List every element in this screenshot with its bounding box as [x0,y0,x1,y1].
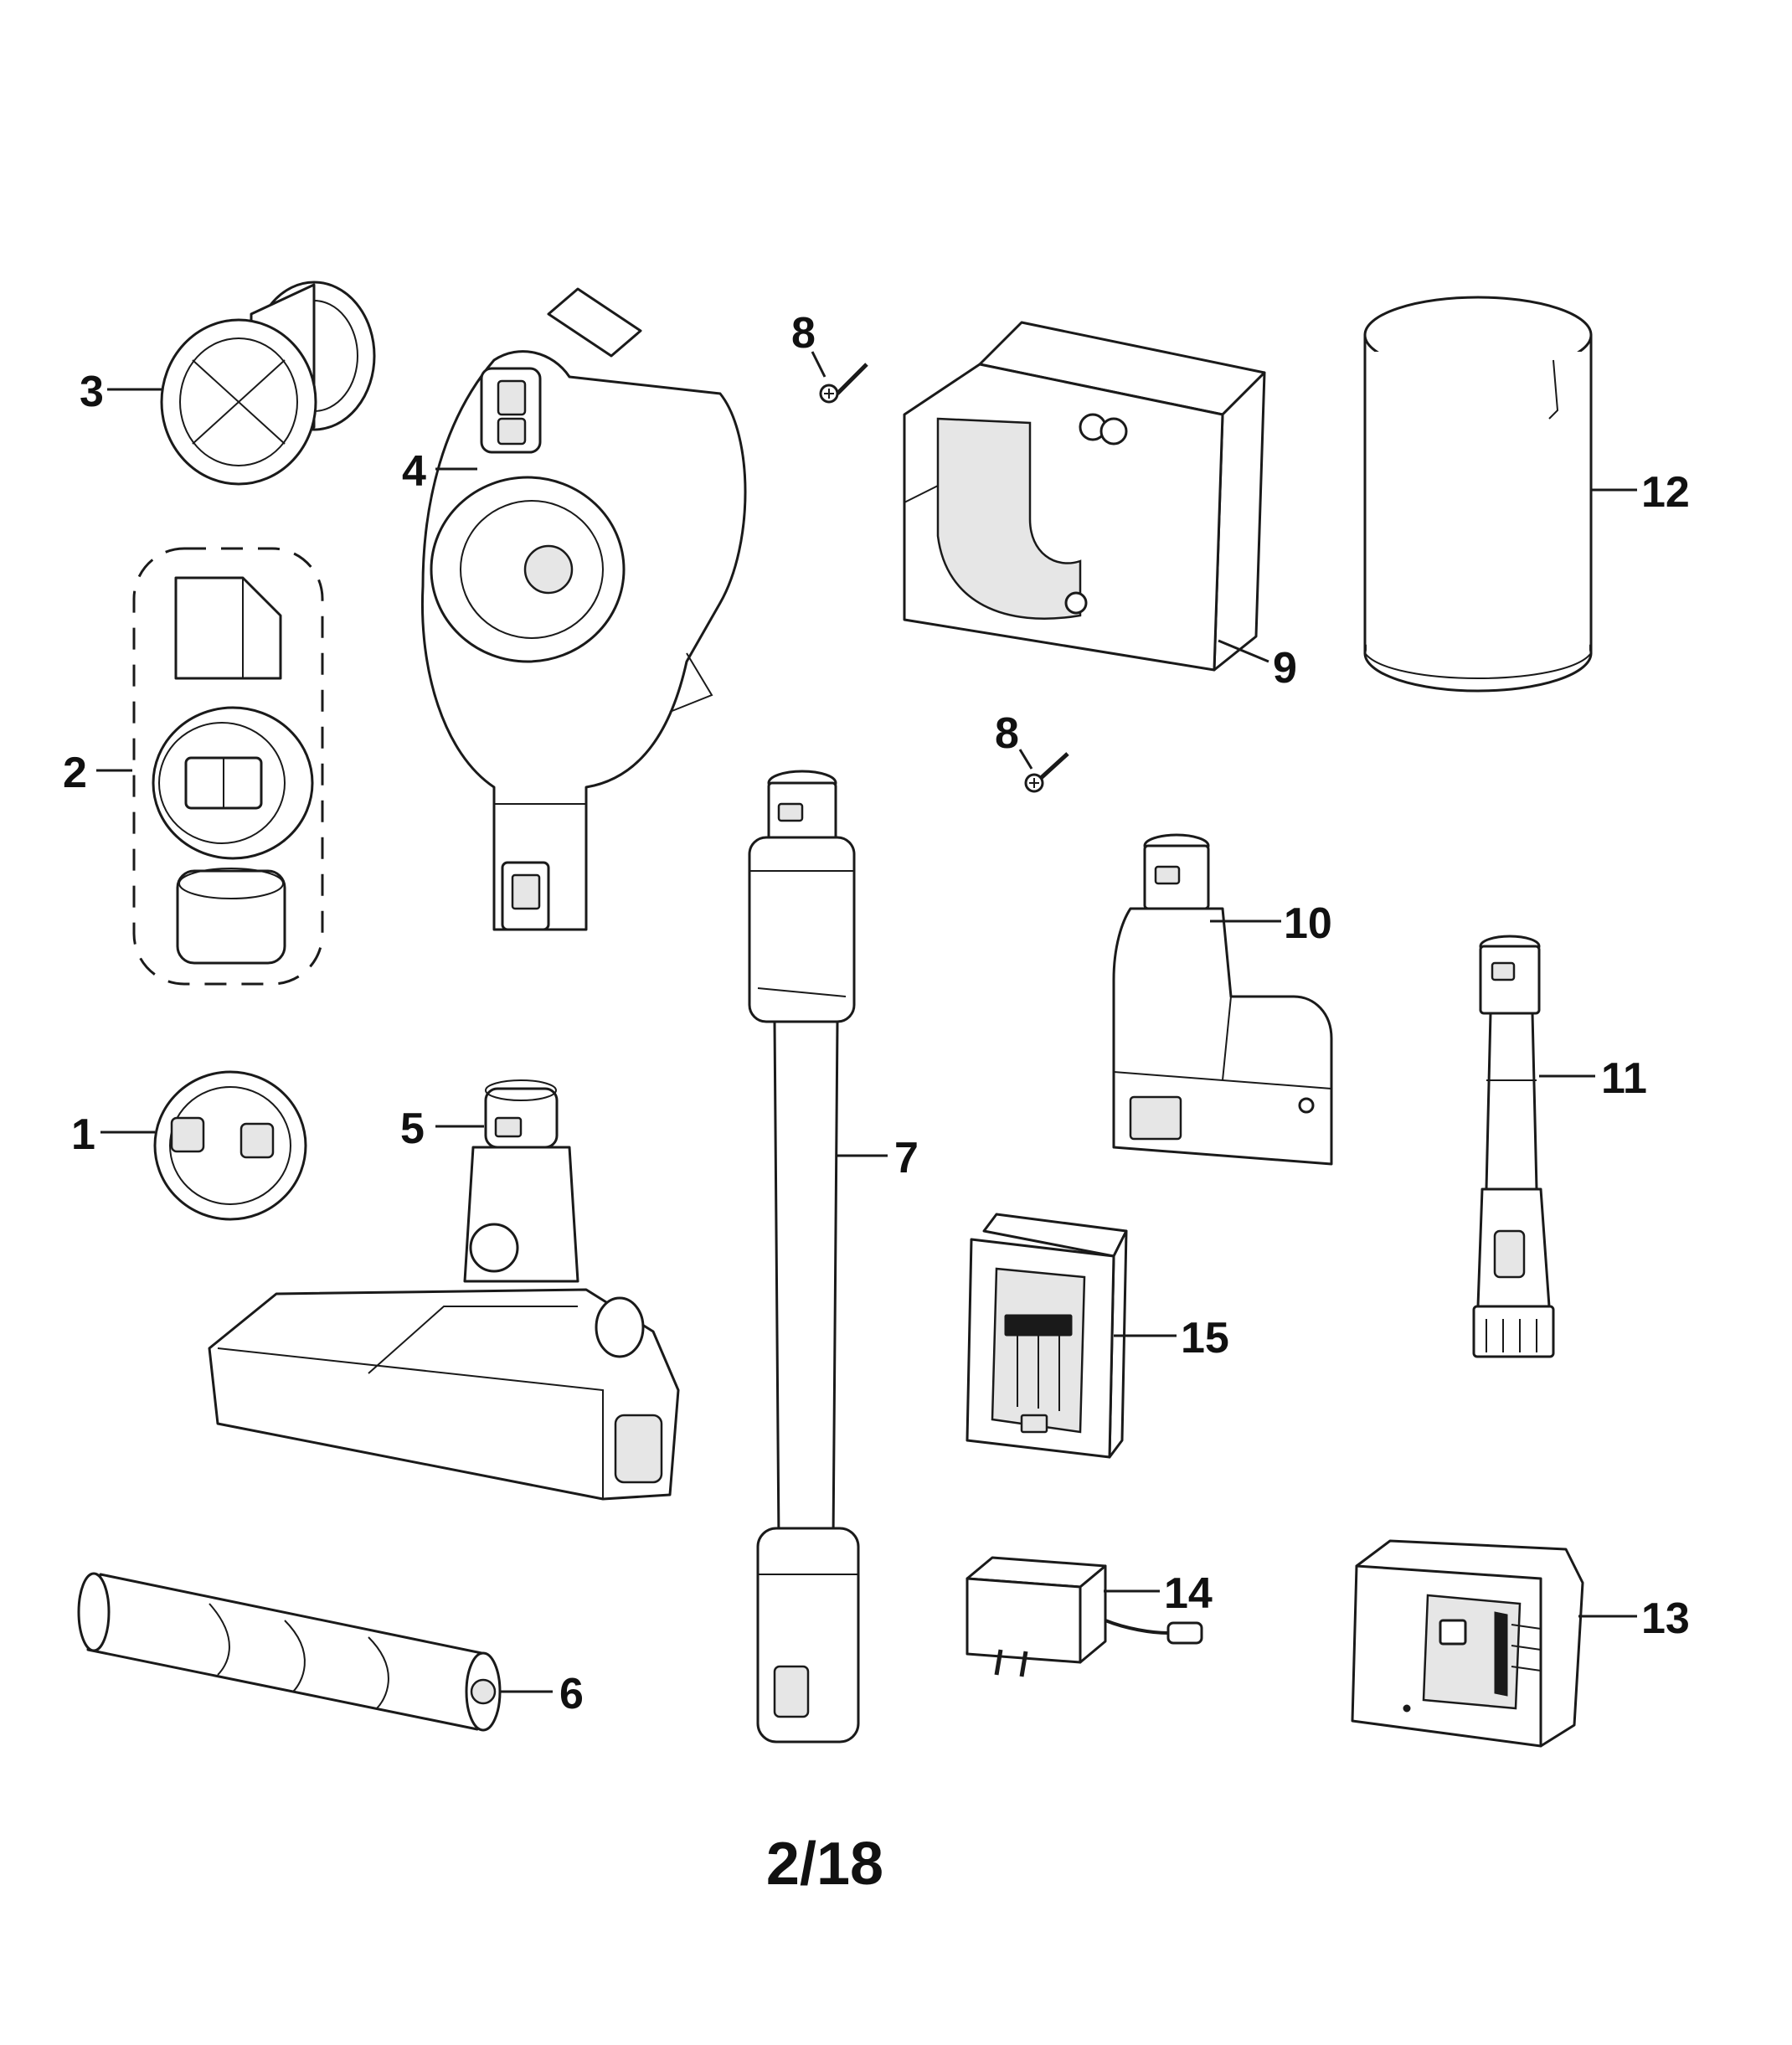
part-1-filter-cap [153,1070,307,1221]
callout-11: 11 [1601,1054,1647,1103]
page-number: 2/18 [766,1831,883,1898]
callout-8-bottom: 8 [995,709,1019,758]
callout-9: 9 [1273,644,1297,693]
callout-10: 10 [1284,899,1332,948]
callout-15: 15 [1181,1314,1229,1362]
part-14-charger-adapter [966,1556,1203,1677]
part-8-screw-bottom [1024,752,1069,793]
part-12-dust-canister [1363,296,1593,693]
callout-2: 2 [63,749,87,797]
part-15-battery [966,1213,1128,1459]
part-13-charger-base [1351,1539,1584,1748]
part-7-extension-wand [748,770,860,1744]
part-6-brush-roll [77,1572,502,1732]
callout-6: 6 [559,1670,584,1718]
callout-4: 4 [402,447,426,496]
part-10-pet-tool [1112,833,1333,1166]
callout-13: 13 [1641,1594,1690,1643]
part-8-screw-top [819,363,868,404]
part-4-main-body [420,287,747,931]
part-11-brush-tool [1472,935,1555,1358]
part-2-filter-kit [132,547,324,986]
callout-8-top: 8 [791,309,816,358]
callout-7: 7 [894,1134,919,1182]
callout-5: 5 [400,1105,425,1153]
callout-1: 1 [71,1110,95,1159]
part-9-wall-mount [903,321,1266,672]
callout-14: 14 [1164,1569,1213,1618]
part-3-cyclone-housing [160,281,376,486]
callout-12: 12 [1641,468,1690,517]
part-5-floor-nozzle [208,1079,680,1501]
callout-3: 3 [80,368,104,416]
